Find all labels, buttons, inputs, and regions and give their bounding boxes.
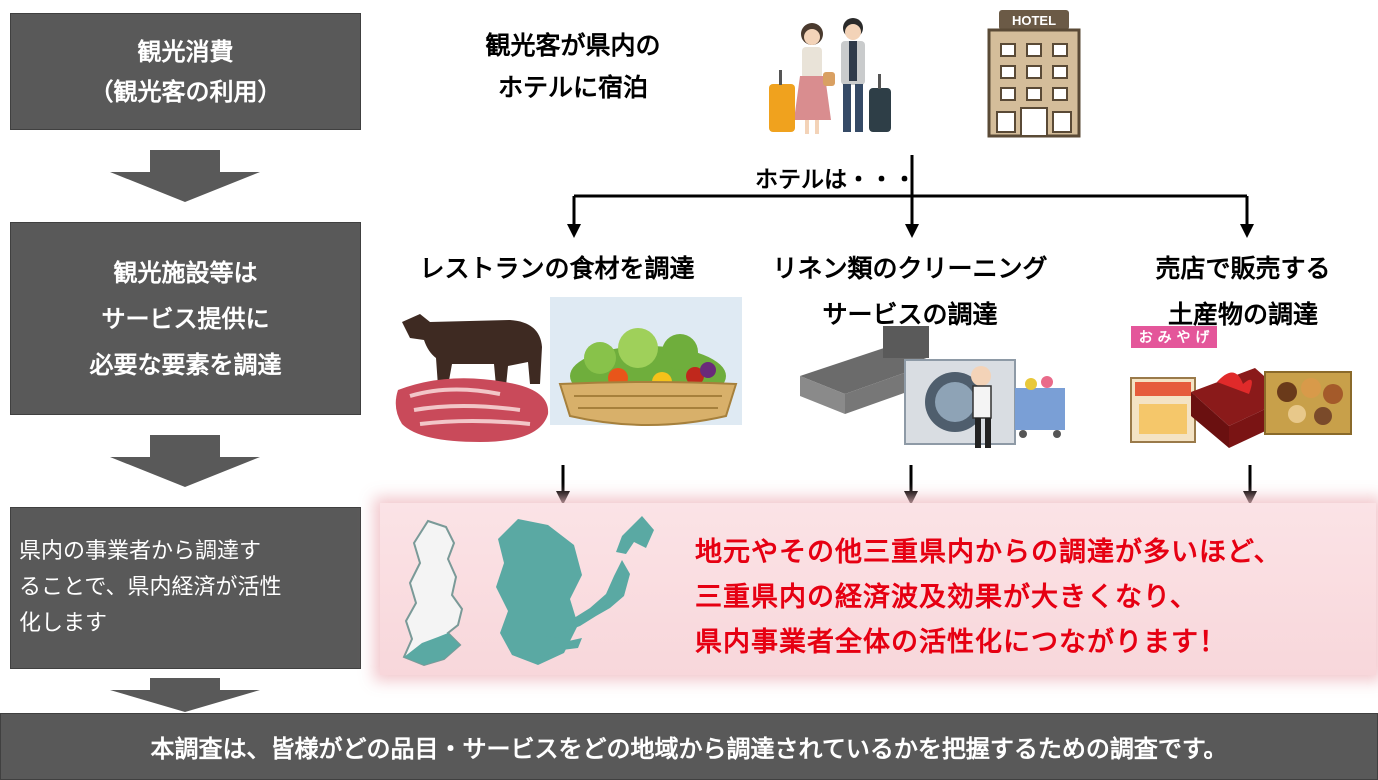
step-tourism-consumption: 観光消費 （観光客の利用） — [10, 13, 361, 130]
down-arrow-3 — [110, 678, 260, 712]
omiyage-ya: や — [1176, 330, 1190, 346]
omiyage-mi: み — [1158, 330, 1172, 346]
step2-line1: 観光施設等は — [113, 258, 258, 287]
omiyage-o: お — [1139, 330, 1153, 346]
step3-line2: ることで、県内経済が活性 — [19, 575, 282, 600]
result-line2: 三重県内の経済波及効果が大きくなり、 — [695, 582, 1198, 613]
branch3-line1: 売店で販売する — [1155, 254, 1331, 283]
branch1-line1: レストランの食材を調達 — [419, 254, 695, 283]
step-facility-procurement: 観光施設等は サービス提供に 必要な要素を調達 — [10, 222, 361, 415]
branch3-line2: 土産物の調達 — [1167, 300, 1318, 329]
top-caption-line2: ホテルに宿泊 — [497, 73, 648, 102]
step-local-economy: 県内の事業者から調達す ることで、県内経済が活性 化します — [10, 507, 361, 669]
souvenir-illustration: お み や げ — [1130, 326, 1352, 448]
step3-line3: 化します — [19, 611, 108, 636]
branch2-line2: サービスの調達 — [822, 300, 998, 329]
food-ingredients-illustration — [395, 297, 742, 442]
step2-line3: 必要な要素を調達 — [89, 350, 282, 379]
svg-text:お み や げ: お み や げ — [1139, 330, 1211, 346]
branch-linen-title: リネン類のクリーニング サービスの調達 — [745, 246, 1075, 338]
step1-line1: 観光消費 — [137, 37, 234, 66]
japan-map — [538, 516, 654, 656]
branch-souvenir-title: 売店で販売する 土産物の調達 — [1118, 246, 1368, 338]
mie-prefecture-map — [402, 519, 464, 667]
step3-line1: 県内の事業者から調達す — [19, 539, 262, 564]
down-arrow-1 — [110, 150, 260, 202]
tourists-illustration — [769, 18, 891, 134]
branch-label: ホテルは・・・ — [755, 167, 916, 193]
result-line1: 地元やその他三重県内からの調達が多いほど、 — [695, 537, 1282, 568]
top-caption-line1: 観光客が県内の — [485, 31, 661, 60]
hotel-sign-text: HOTEL — [1012, 13, 1056, 28]
footer-text: 本調査は、皆様がどの品目・サービスをどの地域から調達されているかを把握するための… — [150, 735, 1228, 763]
branch-restaurant-title: レストランの食材を調達 — [392, 246, 722, 292]
footer-banner: 本調査は、皆様がどの品目・サービスをどの地域から調達されているかを把握するための… — [0, 713, 1378, 780]
branch2-line1: リネン類のクリーニング — [772, 254, 1048, 283]
step2-line2: サービス提供に — [101, 304, 270, 333]
omiyage-ge: げ — [1195, 330, 1210, 346]
top-caption: 観光客が県内の ホテルに宿泊 — [448, 25, 698, 109]
linen-cleaning-illustration — [800, 326, 1065, 448]
hotel-icon: HOTEL — [987, 10, 1081, 138]
down-arrow-2 — [110, 435, 260, 487]
step1-line2: （観光客の利用） — [89, 77, 282, 106]
result-line3: 県内事業者全体の活性化につながります！ — [695, 627, 1227, 658]
